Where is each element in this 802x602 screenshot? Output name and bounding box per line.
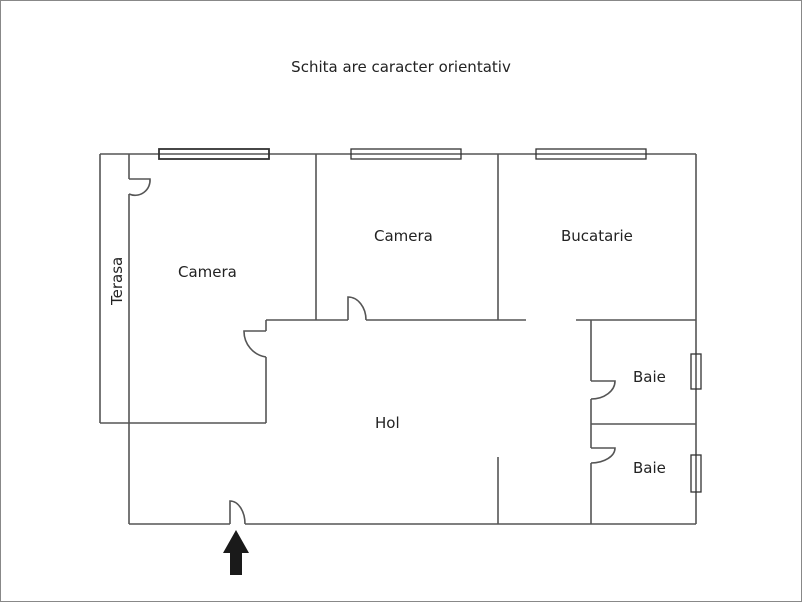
room-label-bucatarie: Bucatarie	[561, 227, 633, 245]
room-label-baie-top: Baie	[633, 368, 666, 386]
disclaimer-title: Schita are caracter orientativ	[291, 58, 511, 76]
room-label-camera-left: Camera	[178, 263, 237, 281]
room-label-hol: Hol	[375, 414, 400, 432]
entrance-arrow-icon	[223, 530, 249, 575]
room-label-terasa: Terasa	[108, 256, 126, 305]
room-label-camera-middle: Camera	[374, 227, 433, 245]
room-label-baie-bottom: Baie	[633, 459, 666, 477]
